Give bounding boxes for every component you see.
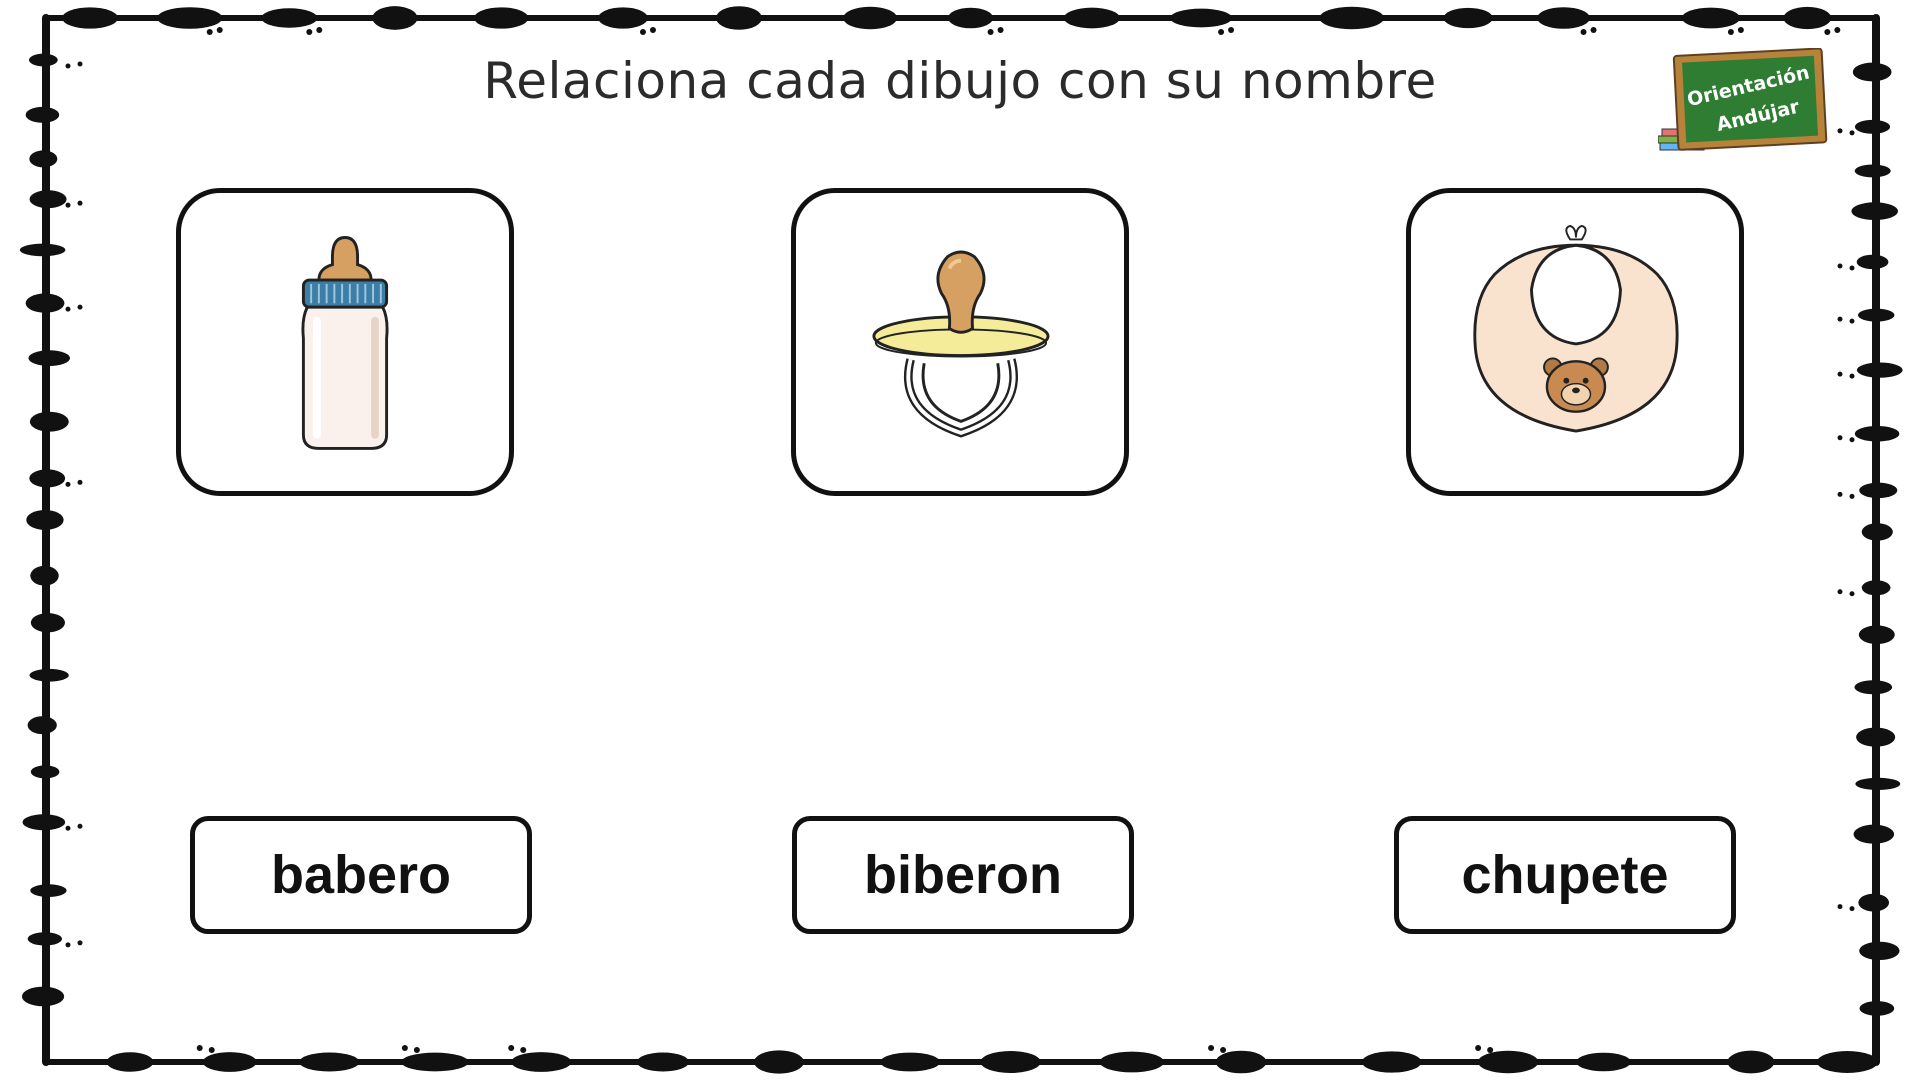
picture-card-pacifier[interactable] — [791, 188, 1129, 496]
word-label: biberon — [864, 845, 1062, 905]
orientacion-andujar-logo: Orientación Andújar — [1657, 47, 1828, 158]
word-label: babero — [270, 845, 452, 905]
picture-card-bib[interactable] — [1406, 188, 1744, 496]
page-title: Relaciona cada dibujo con su nombre — [483, 52, 1437, 110]
word-card-chupete[interactable]: chupete — [1394, 816, 1736, 934]
picture-card-bottle[interactable] — [176, 188, 514, 496]
word-label: chupete — [1461, 845, 1669, 905]
pacifier-icon — [872, 250, 1050, 438]
baby-bottle-icon — [301, 236, 389, 450]
word-card-babero[interactable]: babero — [190, 816, 532, 934]
bib-icon — [1473, 224, 1679, 433]
word-card-biberon[interactable]: biberon — [792, 816, 1134, 934]
